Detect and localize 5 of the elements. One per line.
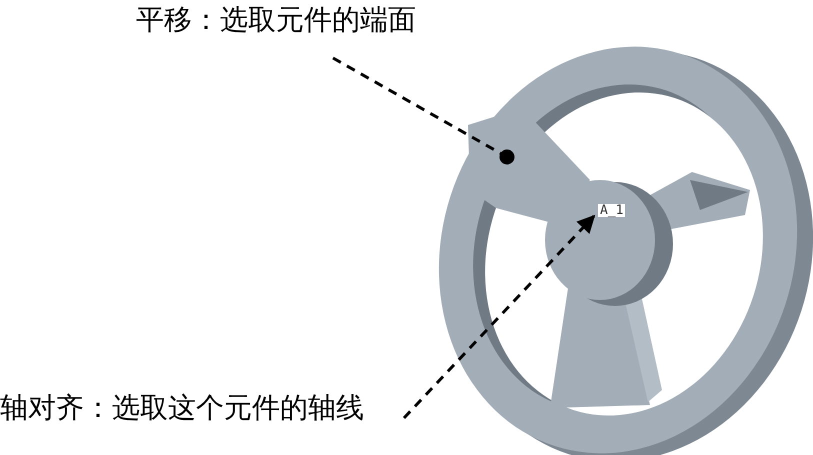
leader-line [402,214,596,420]
axis-tag: A_1 [598,204,626,217]
callout-text: 轴对齐：选取这个元件的轴线 [0,390,364,425]
leader-line [332,56,514,164]
callout-text: 平移：选取元件的端面 [136,2,416,37]
